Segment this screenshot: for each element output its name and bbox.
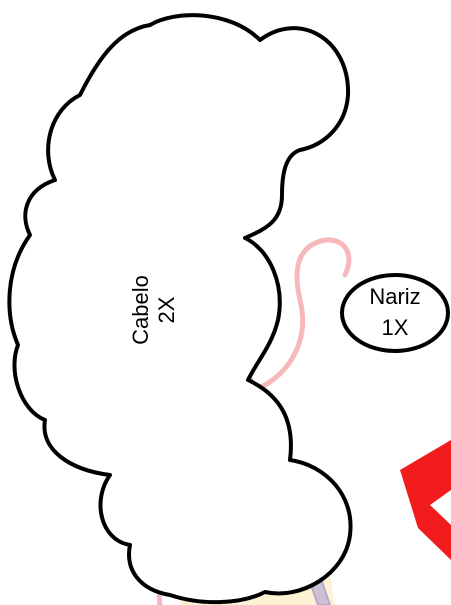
cabelo-label: Cabelo: [128, 275, 153, 345]
watermark-letter-stroke: [400, 440, 451, 560]
nariz-piece: Nariz 1X: [340, 273, 450, 353]
nariz-quantity: 1X: [382, 315, 409, 340]
cabelo-quantity: 2X: [154, 296, 179, 323]
thread-upper-loop: [252, 237, 352, 393]
nariz-label: Nariz: [369, 284, 420, 309]
cabelo-piece: Cabelo 2X: [7, 13, 353, 605]
watermark-letter: [400, 440, 451, 560]
cabelo-outline: [7, 13, 353, 605]
nariz-outline: [340, 273, 450, 353]
